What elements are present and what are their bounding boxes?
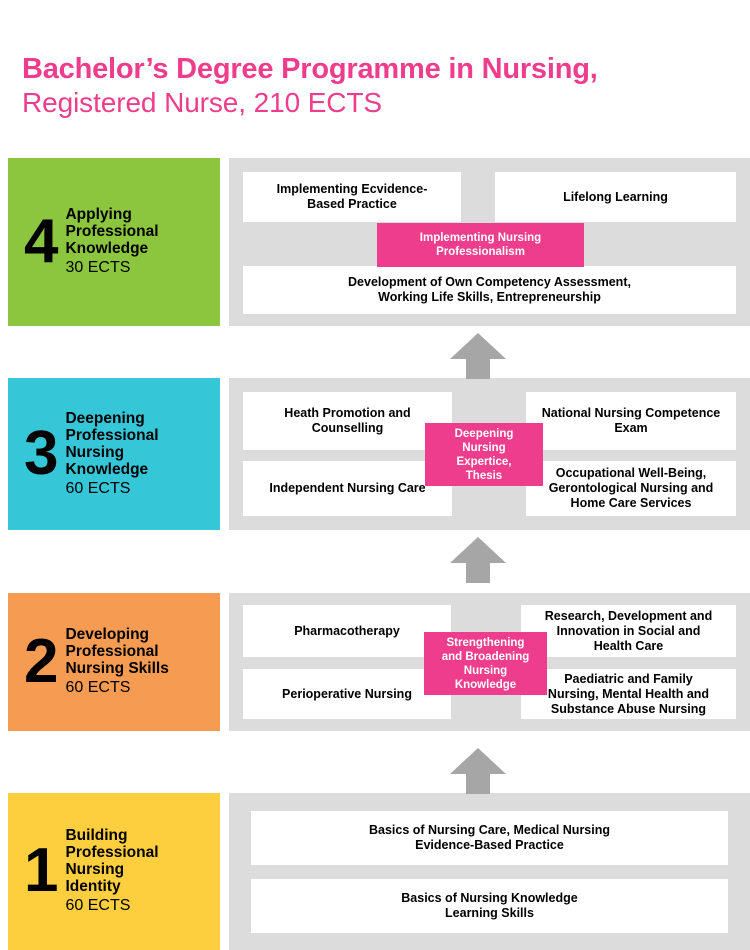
course-box-research-development-innovation[interactable]: Research, Development and Innovation in … xyxy=(521,605,736,657)
level-badge-4[interactable]: 4 Applying Professional Knowledge 30 ECT… xyxy=(8,158,220,326)
level-text-4: Applying Professional Knowledge 30 ECTS xyxy=(65,206,158,278)
level-row-1: 1 Building Professional Nursing Identity… xyxy=(0,793,750,950)
level-panel-1: Basics of Nursing Care, Medical Nursing … xyxy=(229,793,750,950)
level-row-3: 3 Deepening Professional Nursing Knowled… xyxy=(0,378,750,530)
level-badge-3[interactable]: 3 Deepening Professional Nursing Knowled… xyxy=(8,378,220,530)
level-number-4: 4 xyxy=(24,206,59,276)
page-title-subtitle: Registered Nurse, 210 ECTS xyxy=(22,87,383,118)
course-box-basics-of-nursing-knowledge-learning-skills[interactable]: Basics of Nursing Knowledge Learning Ski… xyxy=(251,879,728,933)
course-box-development-of-own-competency-assessment[interactable]: Development of Own Competency Assessment… xyxy=(243,266,736,314)
level-badge-1[interactable]: 1 Building Professional Nursing Identity… xyxy=(8,793,220,950)
level-ects-4: 30 ECTS xyxy=(65,259,131,276)
level-ects-1: 60 ECTS xyxy=(65,897,131,914)
course-box-paediatric-family-mental-health-nursing[interactable]: Paediatric and Family Nursing, Mental He… xyxy=(521,669,736,719)
course-box-occupational-wellbeing-gerontological-nursing[interactable]: Occupational Well-Being, Gerontological … xyxy=(526,461,736,516)
level-name-1: Building Professional Nursing Identity xyxy=(65,827,159,895)
arrow-level2-to-level3 xyxy=(450,537,506,583)
level-badge-2[interactable]: 2 Developing Professional Nursing Skills… xyxy=(8,593,220,731)
course-box-lifelong-learning[interactable]: Lifelong Learning xyxy=(495,172,736,222)
level-text-2: Developing Professional Nursing Skills 6… xyxy=(65,626,168,698)
course-box-national-nursing-competence-exam[interactable]: National Nursing Competence Exam xyxy=(526,392,736,450)
level-text-1: Building Professional Nursing Identity 6… xyxy=(65,827,158,916)
course-box-health-promotion-and-counselling[interactable]: Heath Promotion and Counselling xyxy=(243,392,452,450)
level-panel-2: Pharmacotherapy Research, Development an… xyxy=(229,593,750,731)
course-box-independent-nursing-care[interactable]: Independent Nursing Care xyxy=(243,461,452,516)
arrow-level1-to-level2 xyxy=(450,748,506,794)
level-ects-2: 60 ECTS xyxy=(65,679,131,696)
level-number-3: 3 xyxy=(24,418,59,488)
center-tag-deepening-nursing-expertise-thesis[interactable]: Deepening Nursing Expertice, Thesis xyxy=(425,423,543,486)
page-title-line-1: Bachelor’s Degree Programme in Nursing, xyxy=(22,53,598,85)
level-text-3: Deepening Professional Nursing Knowledge… xyxy=(65,410,158,499)
arrow-level3-to-level4 xyxy=(450,333,506,379)
level-number-2: 2 xyxy=(24,626,59,696)
level-number-1: 1 xyxy=(24,836,59,906)
level-row-4: 4 Applying Professional Knowledge 30 ECT… xyxy=(0,158,750,326)
level-panel-3: Heath Promotion and Counselling National… xyxy=(229,378,750,530)
course-box-implementing-evidence-based-practice[interactable]: Implementing Ecvidence- Based Practice xyxy=(243,172,461,222)
course-box-pharmacotherapy[interactable]: Pharmacotherapy xyxy=(243,605,451,657)
level-name-3: Deepening Professional Nursing Knowledge xyxy=(65,409,159,478)
level-ects-3: 60 ECTS xyxy=(65,479,131,497)
center-tag-strengthening-and-broadening-nursing-knowledge[interactable]: Strengthening and Broadening Nursing Kno… xyxy=(424,632,547,695)
level-name-4: Applying Professional Knowledge xyxy=(65,206,159,257)
center-tag-implementing-nursing-professionalism[interactable]: Implementing Nursing Professionalism xyxy=(377,223,584,267)
page-title: Bachelor’s Degree Programme in Nursing, … xyxy=(22,52,732,120)
level-name-2: Developing Professional Nursing Skills xyxy=(65,626,169,677)
level-row-2: 2 Developing Professional Nursing Skills… xyxy=(0,593,750,731)
level-panel-4: Implementing Ecvidence- Based Practice L… xyxy=(229,158,750,326)
course-box-perioperative-nursing[interactable]: Perioperative Nursing xyxy=(243,669,451,719)
course-box-basics-of-nursing-care-medical-nursing[interactable]: Basics of Nursing Care, Medical Nursing … xyxy=(251,811,728,865)
